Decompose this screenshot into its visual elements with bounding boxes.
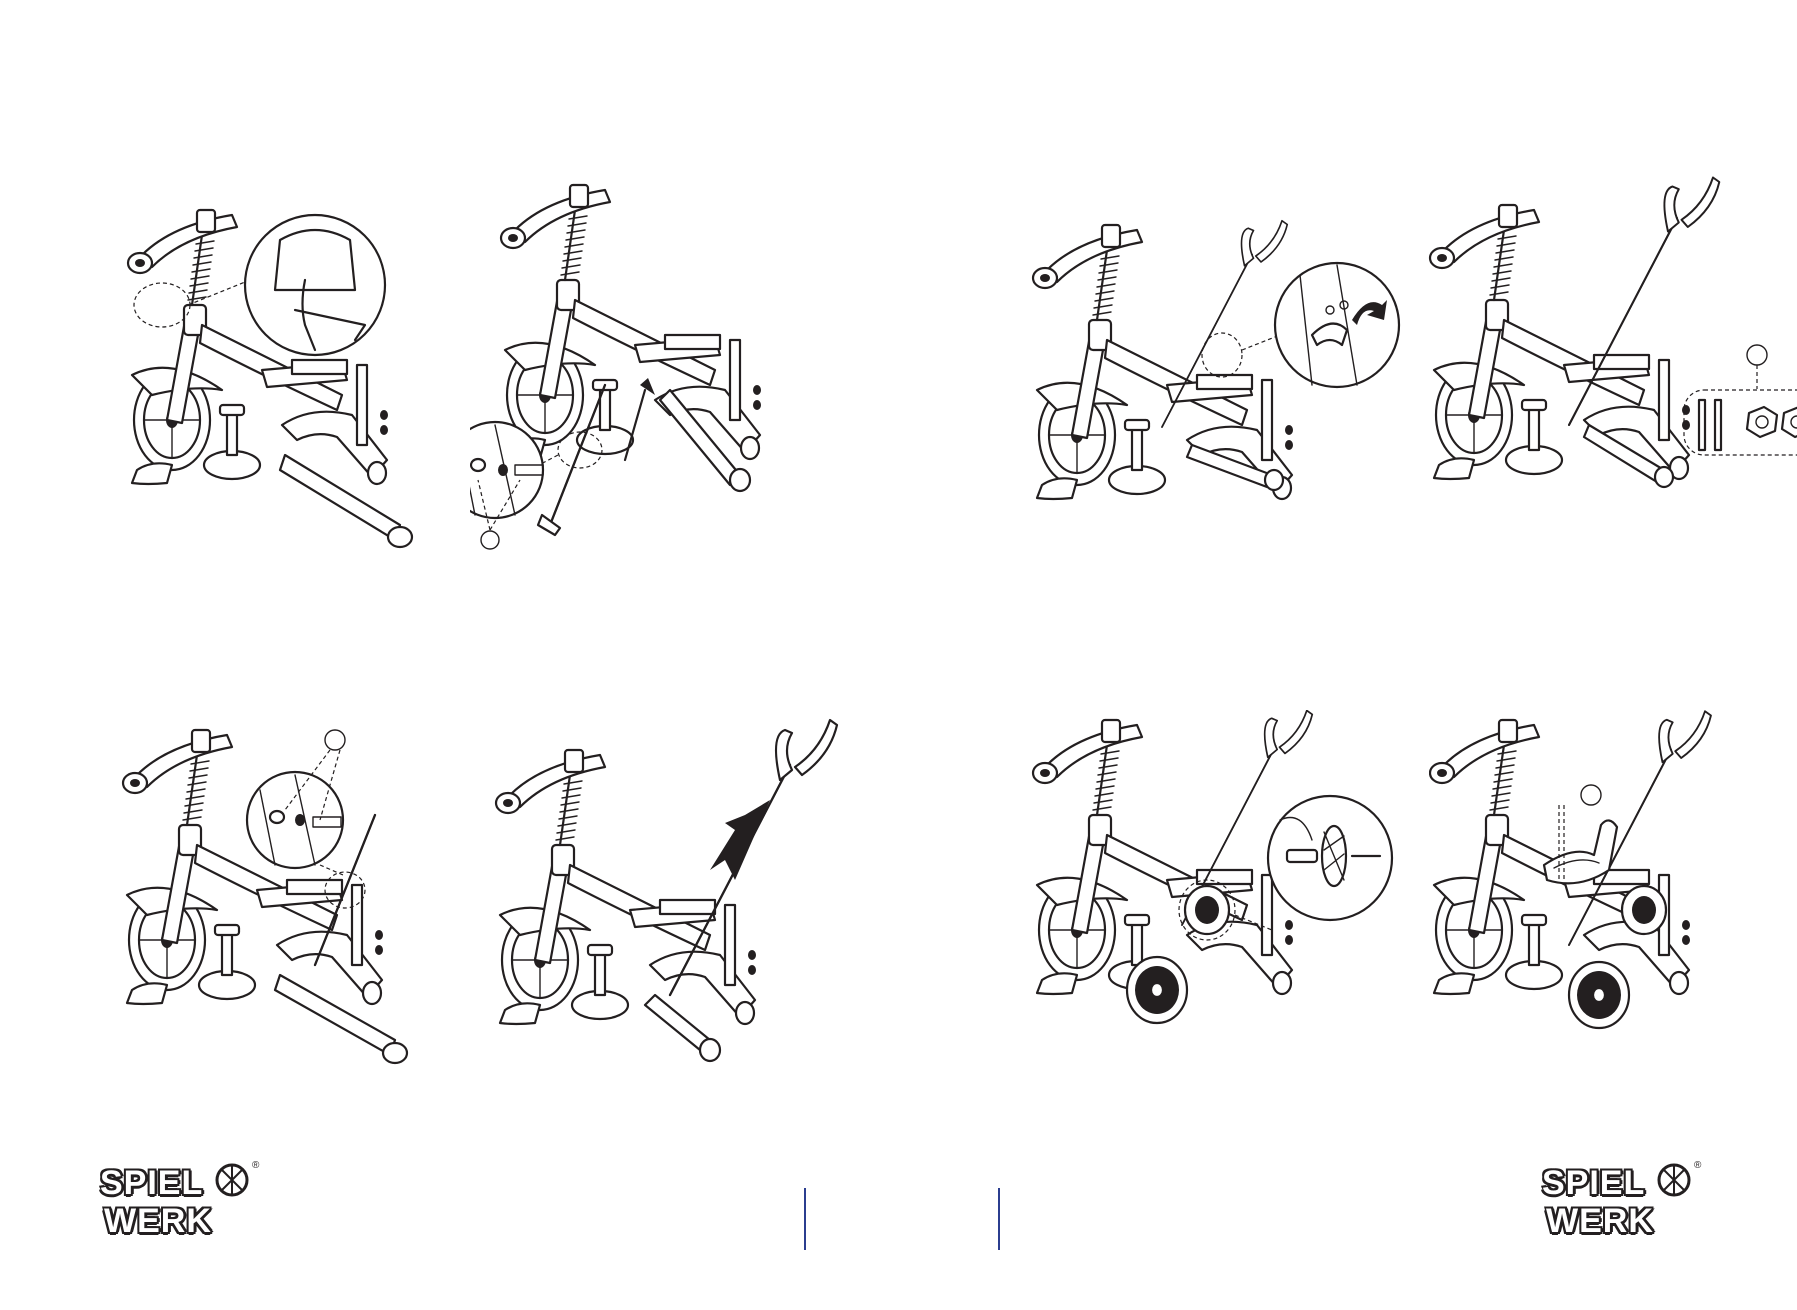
left-page [0,0,898,1310]
step-1-illustration [100,195,500,675]
step-7-illustration [1012,710,1412,1190]
step-3-illustration [1012,205,1412,685]
step-8-illustration [1429,705,1797,1185]
spielwerk-logo-left: SPIEL WERK ® [96,1160,266,1246]
step-4-illustration [1419,175,1797,655]
rear-wheel-large [1569,962,1629,1028]
step-2-illustration [470,170,870,650]
logo-line2: WERK [1546,1204,1654,1238]
rear-wheel-small [1185,886,1229,934]
rear-wheel-small [1622,886,1666,934]
rear-axle-bar [280,455,412,547]
rear-wheel-large [1127,957,1187,1023]
spielwerk-logo-right: SPIEL WERK ® [1538,1160,1708,1246]
detail-circle-lock-lever [1275,263,1399,387]
registered-mark: ® [1694,1160,1701,1171]
page-divider-left [804,1188,806,1250]
detail-circle-hex-key [245,215,385,355]
ball-icon [214,1162,250,1198]
push-down-arrow-icon [710,800,770,880]
step-6-illustration [470,695,870,1175]
step-5-illustration [95,725,495,1205]
logo-line2: WERK [104,1204,212,1238]
detail-circle-bolt [247,772,343,868]
bolts-and-nuts-parts [1699,400,1797,450]
registered-mark: ® [252,1160,259,1171]
right-page [899,0,1797,1310]
insert-arrow-icon [625,378,655,460]
detail-circle-wheel-axle [1268,796,1392,920]
logo-line1: SPIEL [100,1166,203,1200]
ball-icon [1656,1162,1692,1198]
logo-line1: SPIEL [1542,1166,1645,1200]
